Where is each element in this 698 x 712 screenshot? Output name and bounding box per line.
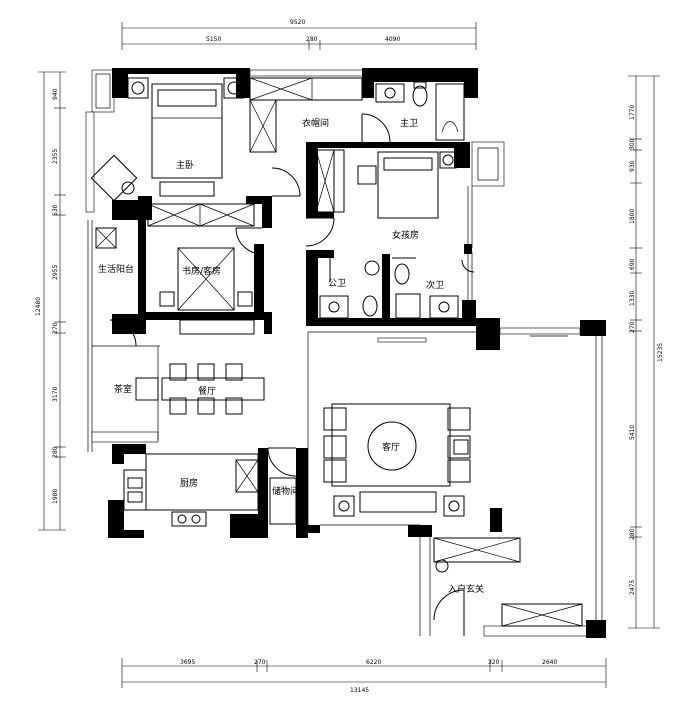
- dim-left-seg-6: 3170: [52, 387, 59, 402]
- dim-left-seg-1: 940: [52, 88, 59, 100]
- dim-right-seg-8: 5410: [629, 425, 636, 440]
- label-dining: 餐厅: [198, 385, 216, 397]
- wardrobe-cabinets: [249, 77, 363, 213]
- master-bedroom-furniture: [90, 77, 245, 202]
- label-storage: 储物间: [272, 485, 299, 497]
- study-furniture: [147, 203, 255, 335]
- walls: [108, 68, 606, 638]
- label-public-bath: 公卫: [328, 278, 346, 289]
- dim-left-seg-2: 2355: [52, 149, 59, 164]
- dim-right-seg-10: 2475: [629, 580, 636, 595]
- room-labels: 主卧 衣帽间 主卫 女孩房 生活阳台 书房/客房 公卫 次卫 茶室 餐厅 客厅 …: [98, 117, 484, 595]
- dim-left-seg-5: 270: [52, 322, 59, 334]
- doors: [109, 113, 475, 636]
- label-entrance: 入户玄关: [448, 583, 484, 595]
- dim-top-seg-3: 4090: [385, 36, 400, 43]
- label-wardrobe: 衣帽间: [302, 117, 329, 129]
- label-master-bedroom: 主卧: [176, 159, 194, 171]
- dim-top-seg-1: 5150: [206, 36, 221, 43]
- balcony-furniture: [95, 227, 117, 249]
- master-bath-fixtures: [375, 81, 465, 141]
- dining-furniture: [135, 363, 265, 415]
- top-dimensions: 9520 5150 280 4090: [121, 19, 477, 50]
- dim-bottom-seg-3: 6220: [366, 659, 381, 666]
- windows-and-outlines: [85, 69, 603, 637]
- second-bath-fixtures: [394, 263, 459, 319]
- label-master-bath: 主卫: [400, 117, 418, 129]
- dim-top-seg-2: 280: [306, 36, 318, 43]
- daughter-room-furniture: [333, 149, 457, 219]
- dim-left-seg-8: 1980: [52, 489, 59, 504]
- dim-bottom-seg-5: 2640: [542, 659, 557, 666]
- dim-right-seg-2: 300: [629, 138, 636, 150]
- dim-right-seg-4: 1800: [629, 209, 636, 224]
- label-kitchen: 厨房: [180, 477, 198, 489]
- dim-left-total: 12480: [35, 297, 42, 316]
- dim-right-seg-1: 1770: [629, 105, 636, 120]
- right-dimensions: 1770 300 930 1800 690 1330 270 5410 280 …: [628, 75, 664, 629]
- dim-right-seg-6: 1330: [629, 291, 636, 306]
- label-daughter-room: 女孩房: [392, 229, 419, 241]
- label-tea-room: 茶室: [114, 383, 132, 395]
- dim-right-seg-9: 280: [629, 528, 636, 540]
- dim-right-seg-5: 690: [629, 258, 636, 270]
- dim-bottom-seg-4: 320: [488, 659, 500, 666]
- dim-right-total: 15235: [657, 343, 664, 362]
- label-study: 书房/客房: [182, 265, 221, 277]
- dim-right-seg-3: 930: [629, 160, 636, 172]
- label-living: 客厅: [382, 441, 400, 453]
- label-utility-balcony: 生活阳台: [98, 263, 134, 275]
- kitchen-furniture: [123, 453, 259, 527]
- label-second-bath: 次卫: [426, 279, 444, 291]
- dim-right-seg-7: 270: [629, 321, 636, 333]
- dim-bottom-seg-1: 3695: [180, 659, 195, 666]
- dim-left-seg-3: 530: [52, 204, 59, 216]
- dim-top-total: 9520: [290, 19, 305, 26]
- dim-bottom-seg-2: 270: [254, 659, 266, 666]
- dim-left-seg-4: 2955: [52, 265, 59, 280]
- dim-left-seg-7: 280: [52, 446, 59, 458]
- public-bath-fixtures: [319, 260, 380, 319]
- storage-furniture: [269, 477, 297, 525]
- living-room-furniture: [323, 403, 471, 517]
- bottom-dimensions: 3695 270 6220 320 2640 13145: [121, 658, 607, 694]
- left-dimensions: 12480 940 2355 530 2955 270 3170 280 198…: [35, 71, 66, 531]
- dim-bottom-total: 13145: [350, 687, 369, 694]
- entrance-furniture: [433, 537, 583, 627]
